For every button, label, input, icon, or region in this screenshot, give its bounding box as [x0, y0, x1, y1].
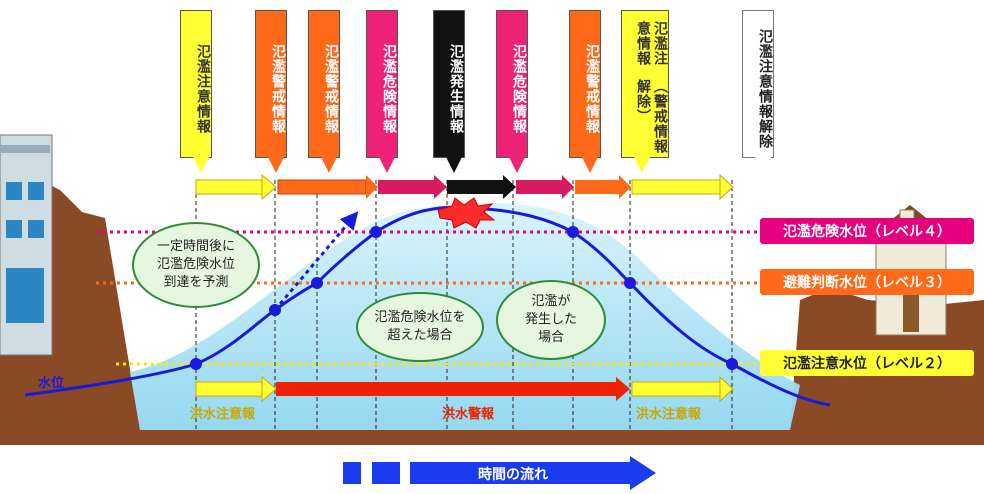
time-flow-label: 時間の流れ: [478, 467, 548, 483]
flood-burst: [437, 197, 496, 229]
flag-label: 氾濫発生情報: [448, 44, 464, 134]
stage-label-warning: 洪水警報: [442, 407, 495, 422]
flag-label: 氾濫警戒情報: [270, 44, 286, 134]
water-level-label: 水位: [38, 376, 65, 391]
flag-flood-occurrence-info: 氾濫発生情報: [433, 10, 465, 173]
flag-flood-caution-info: 氾濫注意情報: [180, 10, 212, 173]
flag-label: 氾濫警戒情報: [584, 44, 600, 134]
ground: [0, 430, 984, 445]
top-timeline: [195, 173, 734, 201]
flag-flood-caution-info-warning-lifted: 氾濫注意情報 （警戒情報解除）: [621, 10, 669, 173]
flag-flood-danger-info: 氾濫危険情報: [366, 10, 398, 173]
flag-flood-warning-info: 氾濫警戒情報: [255, 10, 287, 173]
flag-label: 氾濫注意情報: [195, 44, 211, 134]
flag-label: 氾濫危険情報: [381, 44, 397, 134]
curve-points: [190, 226, 738, 370]
bottom-timeline: [195, 375, 734, 403]
level4-label: 氾濫危険水位（レベル４）: [760, 218, 974, 244]
flag-flood-warning-info: 氾濫警戒情報: [308, 10, 340, 173]
flag-flood-caution-info-lifted: 氾濫注意情報解除: [742, 10, 774, 173]
time-flow-arrow: [343, 456, 656, 490]
stage-label-caution-left: 洪水注意報: [190, 407, 256, 422]
flag-label: 氾濫注意情報解除: [757, 29, 773, 149]
bubble-flood: 氾濫が 発生した 場合: [496, 280, 606, 360]
flag-flood-danger-info: 氾濫危険情報: [496, 10, 528, 173]
flag-flood-warning-info: 氾濫警戒情報: [569, 10, 601, 173]
bubble-predict: 一定時間後に 氾濫危険水位 到達を予測: [132, 222, 260, 308]
water-level-curve: [24, 205, 831, 407]
flag-sublabel: （警戒情報解除）: [635, 79, 668, 155]
bubble-exceed: 氾濫危険水位を 超えた場合: [356, 292, 484, 362]
level3-label: 避難判断水位（レベル３）: [760, 269, 974, 295]
flag-label: 氾濫注意情報: [635, 21, 668, 66]
stage-label-caution-right: 洪水注意報: [636, 407, 702, 422]
flag-label: 氾濫危険情報: [511, 44, 527, 134]
flag-label: 氾濫警戒情報: [323, 44, 339, 134]
level2-label: 氾濫注意水位（レベル２）: [760, 350, 974, 376]
prediction-arrow: [273, 211, 359, 311]
left-building: [0, 134, 53, 356]
